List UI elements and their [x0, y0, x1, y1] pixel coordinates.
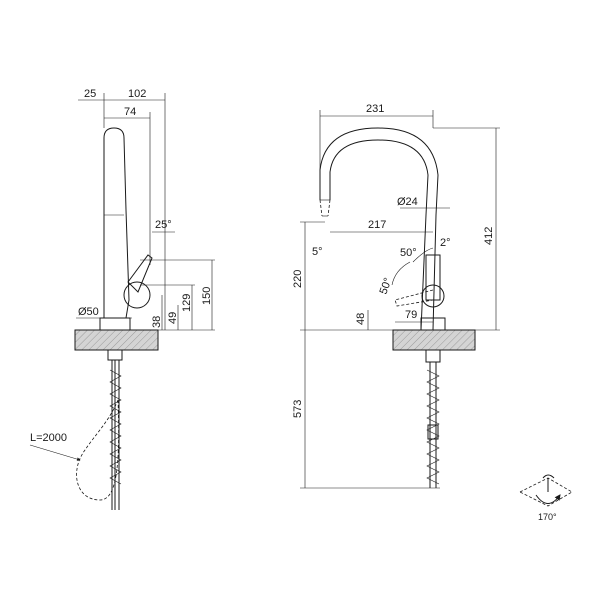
rotation-icon: 170°	[519, 474, 573, 522]
dim-front-dia-24: Ø24	[397, 196, 418, 208]
side-countertop	[74, 329, 159, 351]
dim-front-48: 48	[355, 313, 367, 325]
dim-front-50-deg-top: 50°	[400, 247, 417, 259]
dim-side-25-deg: 25°	[155, 219, 172, 231]
dim-side-102: 102	[128, 88, 146, 100]
hose-length-label: L=2000	[30, 432, 67, 444]
dim-side-129: 129	[181, 294, 193, 312]
dim-side-49: 49	[167, 312, 179, 324]
dim-side-74: 74	[124, 106, 136, 118]
dim-front-5-deg: 5°	[312, 246, 323, 258]
side-spout-body	[103, 127, 130, 319]
dim-front-412: 412	[483, 227, 495, 245]
side-hose-loop	[76, 399, 120, 501]
dim-front-220: 220	[292, 270, 304, 288]
dim-front-2-deg: 2°	[440, 237, 451, 249]
front-countertop	[392, 329, 476, 351]
dim-side-25: 25	[84, 88, 96, 100]
dim-side-150: 150	[201, 287, 213, 305]
side-handle	[127, 254, 153, 293]
dim-front-573: 573	[292, 400, 304, 418]
side-view: 25 102 74 25° 129 150 Ø50 38 49 L=2000	[29, 88, 215, 510]
rotation-label: 170°	[538, 512, 557, 522]
dim-side-38: 38	[151, 316, 163, 328]
front-view: 231 412 Ø24 217 5° 220 50° 2° 50° 48 79 …	[292, 103, 500, 489]
dim-front-50-deg-side: 50°	[378, 276, 395, 296]
dim-front-231: 231	[366, 103, 384, 115]
dim-side-dia-50: Ø50	[78, 306, 99, 318]
front-gooseneck	[319, 127, 439, 331]
dim-front-79: 79	[405, 309, 417, 321]
dim-front-217: 217	[368, 219, 386, 231]
